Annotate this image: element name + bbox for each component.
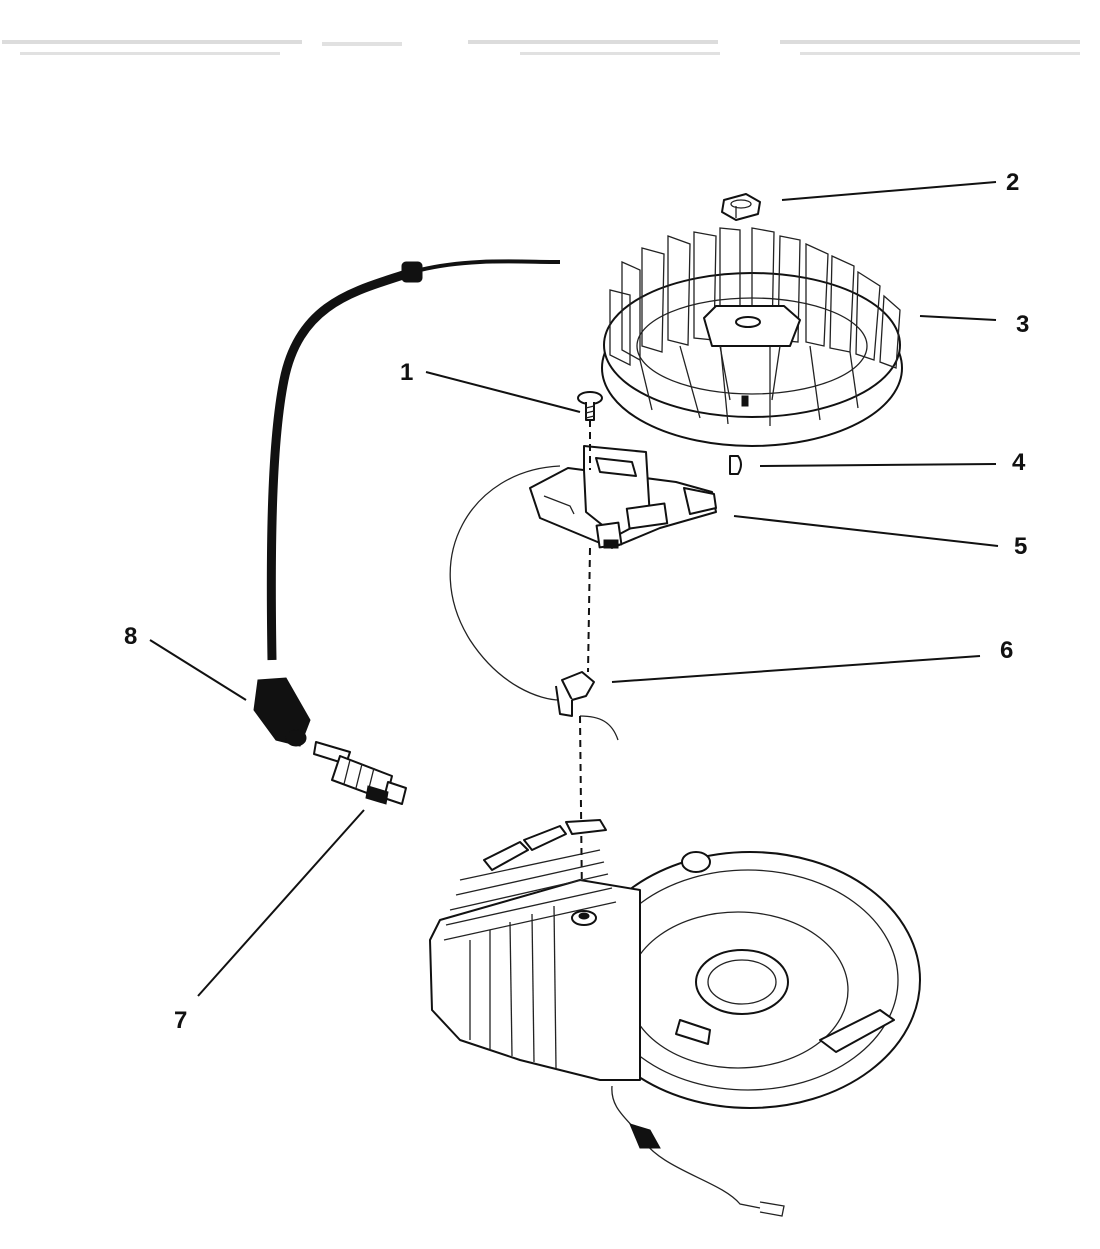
leader-6 (611, 655, 981, 683)
alignment-line (579, 420, 591, 901)
callout-4: 4 (1012, 449, 1026, 476)
part-spark-plug-lead (253, 259, 561, 747)
leader-3 (919, 315, 997, 321)
part-kill-wire (611, 1085, 785, 1217)
leader-5 (733, 515, 999, 547)
callout-7: 7 (174, 1007, 187, 1034)
leader-8 (149, 639, 247, 701)
part-flywheel (601, 227, 903, 447)
part-ignition-module (529, 445, 717, 549)
callout-3: 3 (1016, 311, 1029, 338)
leader-4 (759, 463, 997, 467)
part-screw (577, 391, 603, 421)
part-key (729, 455, 742, 475)
callout-6: 6 (1000, 637, 1013, 664)
callout-1: 1 (400, 359, 413, 386)
callout-5: 5 (1014, 533, 1027, 560)
callout-2: 2 (1006, 169, 1019, 196)
part-spark-plug (313, 741, 407, 805)
leader-2 (781, 181, 997, 201)
callout-labels: 1 2 3 4 5 6 7 8 (124, 169, 1029, 1034)
part-bracket (555, 671, 619, 741)
part-nut (721, 193, 761, 221)
leader-7 (197, 809, 365, 997)
scan-header-noise (2, 40, 1080, 55)
leader-1 (425, 371, 581, 413)
leader-lines (149, 181, 999, 997)
part-engine-block (429, 819, 921, 1109)
callout-8: 8 (124, 623, 137, 650)
ground-wire (449, 465, 561, 701)
